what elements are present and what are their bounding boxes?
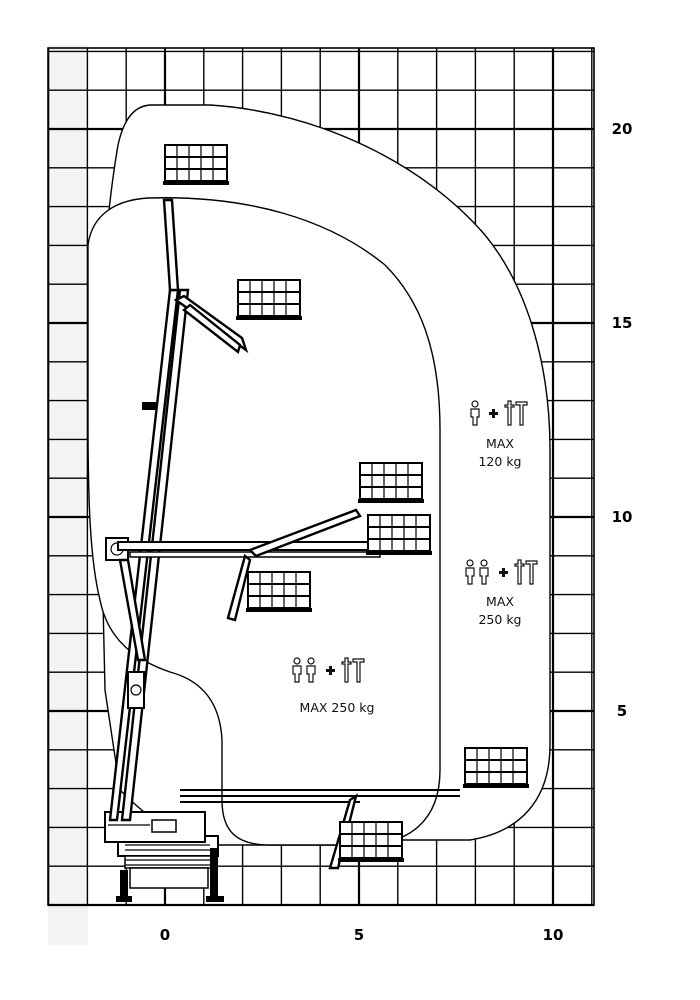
y-tick-label: 10 [612, 508, 633, 526]
basket-mid-reach [365, 514, 433, 556]
capacity-max-label: MAX [486, 594, 514, 609]
axis-tick-labels: 0 5 10 5 10 15 20 [160, 120, 633, 944]
basket-upper-right [235, 279, 303, 321]
basket-low-reach [462, 747, 530, 789]
y-tick-label: 5 [617, 702, 627, 720]
capacity-inner-label: MAX 250 kg [300, 700, 375, 715]
y-tick-label: 20 [612, 120, 633, 138]
capacity-load: 120 kg [478, 454, 521, 469]
x-tick-label: 5 [354, 926, 364, 944]
basket-top [162, 144, 230, 186]
machine-chassis [104, 811, 224, 902]
capacity-max-label: MAX [486, 436, 514, 451]
basket-mid-low [245, 571, 313, 613]
basket-mid-high [357, 462, 425, 504]
x-tick-label: 10 [543, 926, 564, 944]
basket-ground [337, 821, 405, 863]
capacity-one-person: MAX 120 kg [470, 400, 528, 469]
left-edge-shadow [48, 45, 88, 945]
capacity-two-persons-inner: MAX 250 kg [292, 657, 375, 715]
grid-frame [47, 47, 595, 906]
capacity-two-persons-outer: MAX 250 kg [465, 559, 538, 627]
capacity-load: 250 kg [478, 612, 521, 627]
x-tick-label: 0 [160, 926, 170, 944]
jib-arm-upper [173, 294, 249, 355]
y-tick-label: 15 [612, 314, 633, 332]
